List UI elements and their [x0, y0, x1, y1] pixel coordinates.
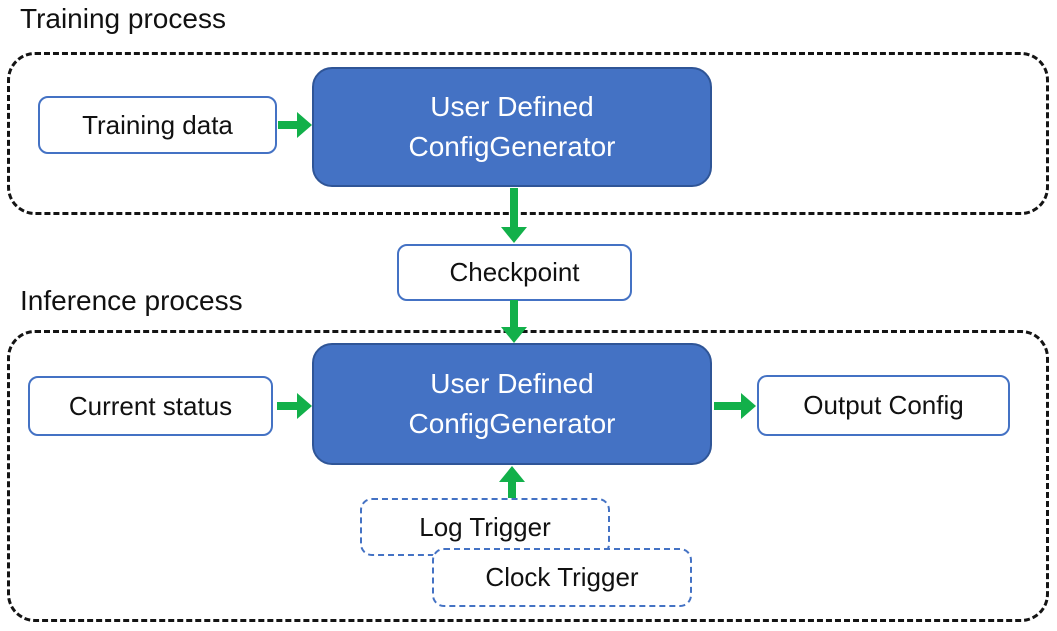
training-process-container	[7, 52, 1049, 215]
training-data-node: Training data	[38, 96, 277, 154]
config-generator-training-line2: ConfigGenerator	[408, 131, 616, 162]
checkpoint-node: Checkpoint	[397, 244, 632, 301]
clock-trigger-label: Clock Trigger	[485, 562, 639, 592]
log-trigger-label: Log Trigger	[419, 511, 551, 542]
inference-process-container	[7, 330, 1049, 622]
arrow-training-data-to-configgen-icon	[278, 110, 312, 140]
log-trigger-node: Log Trigger	[360, 498, 610, 556]
checkpoint-label: Checkpoint	[449, 257, 580, 287]
config-generator-training-line1: User Defined	[430, 91, 594, 123]
config-generator-inference-line2: ConfigGenerator	[408, 408, 616, 439]
inference-process-label: Inference process	[20, 285, 243, 316]
training-process-label: Training process	[20, 3, 226, 34]
clock-trigger-node: Clock Trigger	[432, 548, 692, 607]
arrow-checkpoint-to-configgen-icon	[499, 300, 529, 343]
arrow-log-trigger-to-configgen-icon	[497, 466, 527, 498]
current-status-label: Current status	[68, 390, 233, 421]
arrow-configgen-to-checkpoint-icon	[499, 188, 529, 243]
current-status-node: Current status	[28, 376, 273, 436]
output-config-label: Output Config	[803, 390, 964, 420]
training-data-label: Training data	[82, 109, 233, 140]
arrow-configgen-to-output-config-icon	[714, 391, 756, 421]
arrow-current-status-to-configgen-icon	[277, 391, 312, 421]
config-generator-inference-line1: User Defined	[430, 368, 594, 400]
output-config-node: Output Config	[757, 375, 1010, 436]
config-generator-training-node: User Defined ConfigGenerator	[312, 67, 712, 187]
config-generator-inference-node: User Defined ConfigGenerator	[312, 343, 712, 465]
